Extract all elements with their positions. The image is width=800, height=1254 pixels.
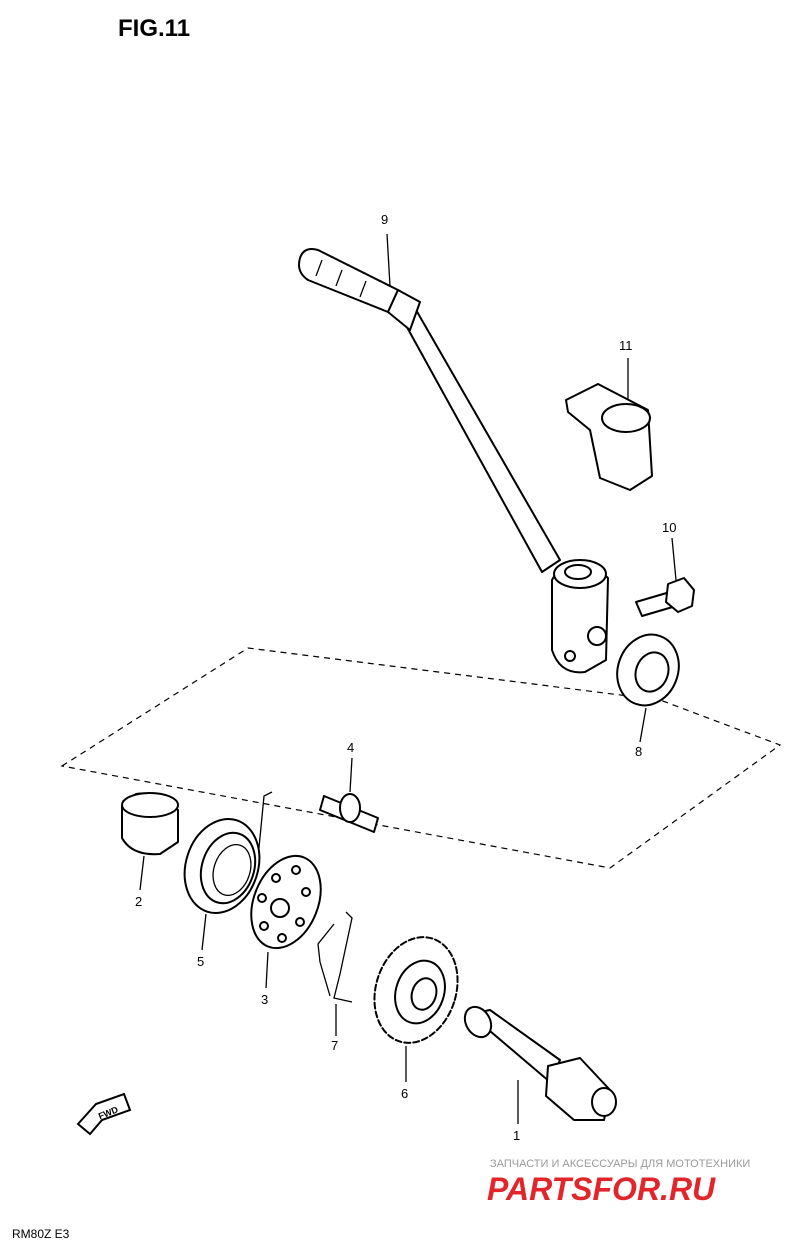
footer-code: RM80Z E3: [12, 1227, 70, 1241]
callout-9: 9: [381, 212, 388, 227]
kick-lever-cap: [565, 383, 653, 491]
callout-1: 1: [513, 1128, 520, 1143]
kick-starter-lever: [298, 248, 609, 674]
watermark-brand: PARTSFOR.RU: [487, 1171, 716, 1207]
callout-6: 6: [401, 1086, 408, 1101]
callout-7: 7: [331, 1038, 338, 1053]
oil-seal: [616, 633, 680, 707]
kick-clip-spring: [317, 911, 353, 1003]
callout-3: 3: [261, 992, 268, 1007]
callout-8: 8: [635, 744, 642, 759]
kick-spring: [183, 791, 273, 914]
kick-starter-shaft: [463, 1005, 617, 1121]
callout-10: 10: [662, 520, 676, 535]
callout-5: 5: [197, 954, 204, 969]
kick-gear: [373, 936, 459, 1044]
callout-11: 11: [619, 338, 633, 353]
leader-lines: [139, 233, 677, 1124]
watermark-tagline: ЗАПЧАСТИ И АКСЕССУАРЫ ДЛЯ МОТОТЕХНИКИ: [490, 1158, 750, 1170]
figure-title: FIG.11: [118, 15, 190, 42]
lever-bolt: [635, 577, 695, 617]
callout-4: 4: [347, 740, 354, 755]
watermark: ЗАПЧАСТИ И АКСЕССУАРЫ ДЛЯ МОТОТЕХНИКИ PA…: [487, 1158, 750, 1207]
kick-collar: [121, 792, 179, 856]
spring-guide-plate: [250, 854, 322, 950]
callout-2: 2: [135, 894, 142, 909]
fwd-arrow: FWD: [76, 1092, 132, 1136]
kick-pin: [319, 793, 379, 833]
